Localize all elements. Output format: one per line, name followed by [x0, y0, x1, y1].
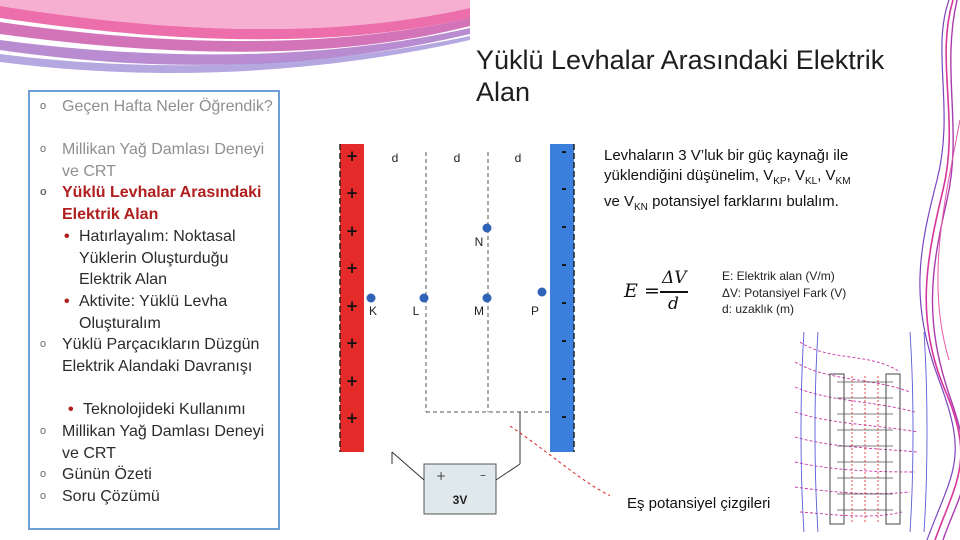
slide-title: Yüklü Levhalar Arasındaki Elektrik Alan — [476, 45, 885, 107]
plus-sign: + — [346, 372, 359, 390]
fraction-bar — [660, 291, 688, 293]
battery-minus: – — [480, 468, 486, 482]
battery — [423, 463, 497, 515]
bullet-circle-icon: o — [40, 490, 47, 502]
agenda-item[interactable]: o Günün Özeti — [40, 464, 278, 486]
minus-sign: - — [561, 372, 566, 387]
pointer-curve — [509, 425, 610, 497]
point-k — [366, 293, 376, 303]
positive-plate — [340, 144, 364, 452]
electric-field-formula: E = ΔV d — [624, 268, 688, 314]
spacing-label: d — [515, 151, 522, 165]
point-label-m: M — [474, 304, 484, 318]
point-l — [419, 293, 429, 303]
plus-sign: + — [346, 184, 359, 202]
minus-signs: - - - - - - - - — [561, 145, 566, 425]
bullet-dot-icon: • — [68, 401, 74, 418]
point-label-k: K — [369, 304, 377, 318]
minus-sign: - — [561, 410, 566, 425]
bullet-circle-icon: o — [40, 186, 47, 198]
negative-plate — [550, 144, 574, 452]
bullet-dot-icon: • — [64, 228, 70, 245]
battery-wires — [391, 412, 521, 464]
agenda-item[interactable]: o Millikan Yağ Damlası Deneyi ve CRT — [40, 423, 265, 462]
minus-sign: - — [561, 145, 566, 160]
plus-sign: + — [346, 259, 359, 277]
point-label-p: P — [531, 304, 539, 318]
test-points — [366, 223, 547, 303]
plus-sign: + — [346, 409, 359, 427]
plus-signs: + + + + + + + + — [346, 147, 359, 427]
agenda-outline-panel: o Geçen Hafta Neler Öğrendik? o Millikan… — [28, 90, 280, 530]
bullet-circle-icon: o — [40, 425, 47, 437]
minus-sign: - — [561, 334, 566, 349]
minus-sign: - — [561, 182, 566, 197]
formula-legend: E: Elektrik alan (V/m) ΔV: Potansiyel Fa… — [722, 269, 847, 316]
equipotential-caption: Eş potansiyel çizgileri — [625, 495, 773, 512]
mini-positive-plate — [829, 373, 845, 525]
bullet-dot-icon: • — [64, 293, 70, 310]
problem-description: Levhaların 3 V’luk bir güç kaynağı ile y… — [604, 147, 851, 213]
battery-plus: + — [436, 469, 446, 483]
agenda-subitem[interactable]: • Hatırlayalım: Noktasal Yüklerin Oluştu… — [64, 228, 236, 289]
agenda-item-current[interactable]: o Yüklü Levhalar Arasındaki Elektrik Ala… — [40, 184, 262, 223]
agenda-subitem[interactable]: • Teknolojideki Kullanımı — [68, 399, 280, 421]
minus-sign: - — [561, 220, 566, 235]
field-lines-figure — [794, 332, 928, 532]
bullet-circle-icon: o — [40, 338, 47, 350]
agenda-item[interactable]: o Yüklü Parçacıkların Düzgün Elektrik Al… — [40, 336, 260, 375]
mini-negative-plate — [885, 373, 901, 525]
spacing-label: d — [392, 151, 399, 165]
point-label-n: N — [475, 235, 484, 249]
plus-sign: + — [346, 334, 359, 352]
point-m — [482, 293, 492, 303]
agenda-item[interactable]: o Soru Çözümü — [40, 486, 278, 508]
minus-sign: - — [561, 296, 566, 311]
battery-voltage-label: 3V — [453, 493, 468, 507]
minus-sign: - — [561, 258, 566, 273]
point-p — [537, 287, 547, 297]
agenda-subitem[interactable]: • Aktivite: Yüklü Levha Oluşturalım — [64, 293, 228, 332]
spacing-label: d — [454, 151, 461, 165]
header-swoosh-decoration — [0, 0, 470, 73]
bullet-circle-icon: o — [40, 468, 47, 480]
plus-sign: + — [346, 147, 359, 165]
plus-sign: + — [346, 297, 359, 315]
equipotential-dashed-lines — [425, 152, 550, 413]
plus-sign: + — [346, 222, 359, 240]
agenda-item[interactable]: o Millikan Yağ Damlası Deneyi ve CRT — [40, 141, 265, 180]
point-label-l: L — [413, 304, 420, 318]
point-n — [482, 223, 492, 233]
parallel-plates-diagram: + + + + + + + + - - - - - - - - d d d K — [339, 144, 610, 515]
right-edge-wave-decoration — [919, 0, 960, 540]
agenda-item[interactable]: o Geçen Hafta Neler Öğrendik? — [40, 96, 278, 118]
bullet-circle-icon: o — [40, 143, 47, 155]
bullet-circle-icon: o — [40, 100, 47, 112]
